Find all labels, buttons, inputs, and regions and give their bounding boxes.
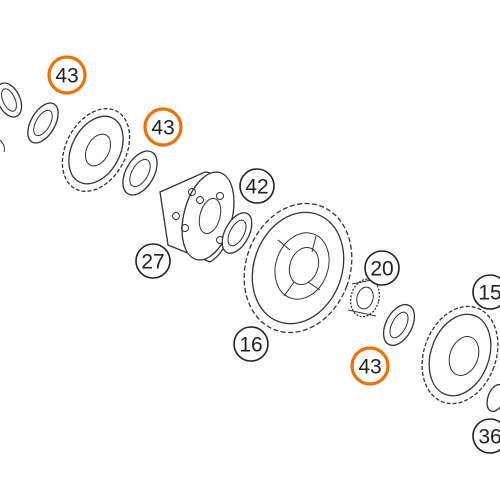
callout-20: 20 [364,250,400,286]
svg-text:27: 27 [141,251,164,274]
svg-text:15: 15 [478,282,500,305]
circlip [0,82,23,153]
svg-text:16: 16 [239,334,262,357]
svg-text:42: 42 [245,176,268,199]
gear-large [243,202,353,334]
callout-43-top: 43 [47,55,87,95]
callout-27: 27 [135,243,171,279]
svg-text:43: 43 [151,117,174,140]
callout-42: 42 [239,168,275,204]
svg-text:43: 43 [55,65,78,88]
svg-text:20: 20 [370,258,393,281]
thrust-washer-top [27,102,59,144]
callout-36: 36 [472,418,500,454]
callout-43-lower: 43 [350,346,390,386]
thrust-washer-42 [221,212,253,254]
svg-text:36: 36 [478,426,500,449]
thrust-washer-middle [122,150,158,196]
callout-16: 16 [233,326,269,362]
gear-small-top [61,108,131,192]
thrust-washer-lower [382,303,416,347]
svg-text:43: 43 [358,356,381,379]
ring-lower-right [486,383,500,413]
callout-43-middle: 43 [143,107,183,147]
callout-15: 15 [472,274,500,310]
hub-bushing [159,171,235,263]
callout-labels: 43 43 42 27 20 16 43 15 [47,55,500,454]
gear-right [421,305,499,405]
